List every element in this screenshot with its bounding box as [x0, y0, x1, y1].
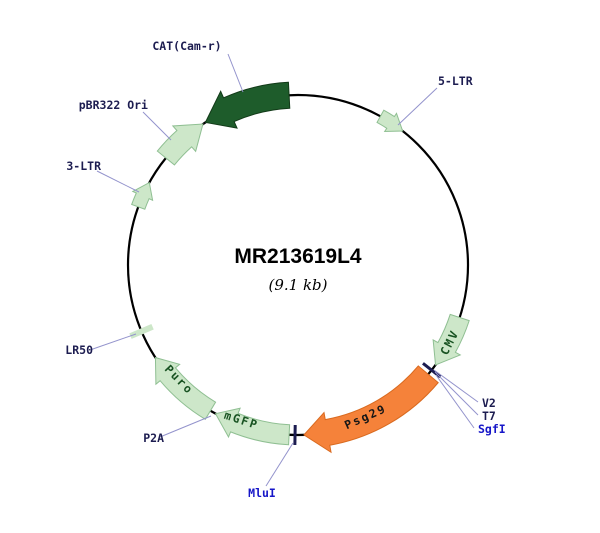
plasmid-title: MR213619L4	[234, 245, 362, 268]
label-three-ltr: 3-LTR	[66, 159, 101, 173]
feature-arrow-cat-camr	[204, 81, 291, 129]
connector-line-p2a	[159, 415, 212, 438]
feature-arrow-psg29	[303, 365, 439, 454]
connector-line-mlui	[265, 442, 294, 487]
label-lr50: LR50	[65, 343, 93, 357]
connector-line-t7	[434, 371, 479, 416]
feature-arrow-cmv	[432, 313, 470, 366]
feature-arrow-puro	[154, 356, 217, 420]
feature-arrow-five-ltr	[376, 109, 404, 133]
connector-line-v2	[433, 369, 479, 403]
label-t7: T7	[482, 409, 496, 423]
plasmid-backbone-circle	[126, 93, 470, 437]
feature-arrow-mgfp	[214, 407, 291, 446]
connector-line-cat-camr	[227, 53, 244, 93]
label-p2a: P2A	[143, 431, 164, 445]
label-mlui: MluI	[248, 486, 276, 500]
connector-line-pbr322-ori	[142, 111, 172, 141]
connector-line-lr50	[89, 333, 137, 351]
label-v2: V2	[482, 396, 496, 410]
plasmid-size: (9.1 kb)	[268, 276, 327, 294]
connector-line-three-ltr	[96, 170, 140, 193]
label-five-ltr: 5-LTR	[438, 74, 473, 88]
feature-arrow-pbr322-ori	[156, 123, 204, 166]
label-pbr322-ori: pBR322 Ori	[79, 98, 148, 112]
connector-line-five-ltr	[397, 87, 438, 126]
feature-arrow-three-ltr	[131, 181, 154, 210]
label-sgfi: SgfI	[478, 422, 506, 436]
connector-line-sgfi	[435, 374, 475, 429]
label-cat-camr: CAT(Cam-r)	[152, 39, 221, 53]
